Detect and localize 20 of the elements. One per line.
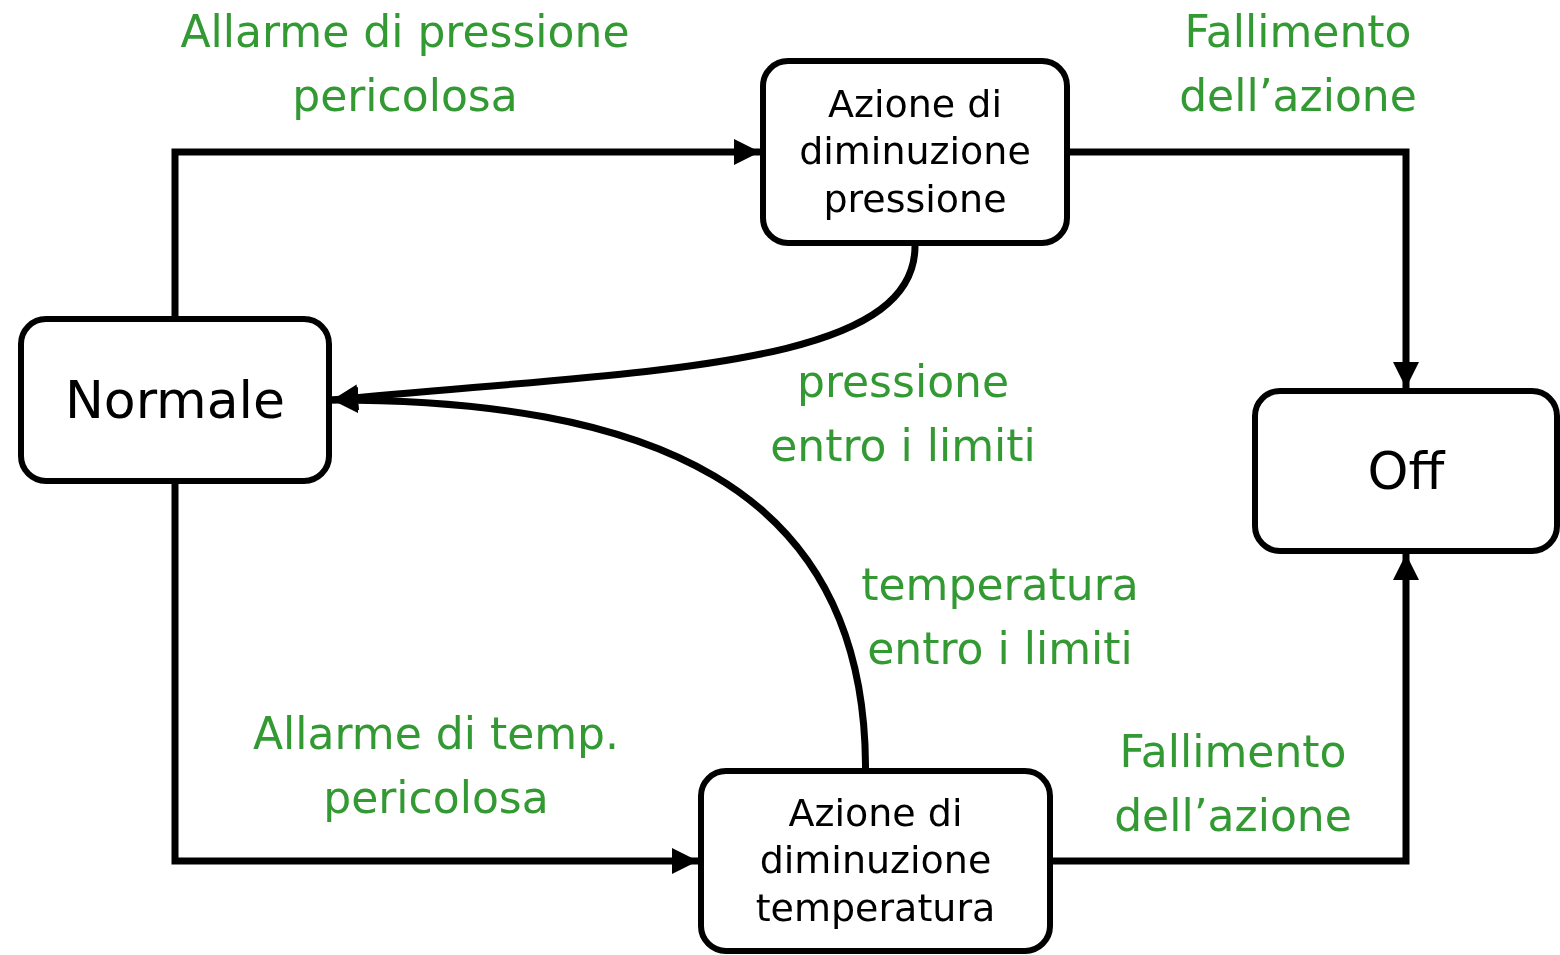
state-box: [18, 316, 332, 484]
edge-label: Fallimento dell’azione: [1113, 725, 1353, 843]
arrow: [171, 484, 698, 874]
edge-label: temperatura entro i limiti: [860, 558, 1140, 676]
arrow: [331, 387, 869, 769]
state-label: Azione di diminuzione temperatura: [754, 789, 997, 932]
arrow: [1070, 148, 1419, 388]
state-label: Normale: [64, 368, 286, 432]
state-box: [760, 58, 1070, 246]
state-box: [698, 768, 1053, 954]
edge-label: Fallimento dell’azione: [1178, 5, 1418, 123]
arrow: [1053, 554, 1419, 865]
edge-label: pressione entro i limiti: [769, 355, 1037, 473]
state-label: Azione di diminuzione pressione: [798, 80, 1032, 223]
arrow: [171, 139, 760, 316]
edge-label: Allarme di pressione pericolosa: [179, 5, 631, 123]
edge-label: Allarme di temp. pericolosa: [252, 707, 620, 825]
state-box: [1252, 388, 1560, 554]
arrow: [331, 245, 919, 411]
state-label: Off: [1367, 439, 1445, 503]
